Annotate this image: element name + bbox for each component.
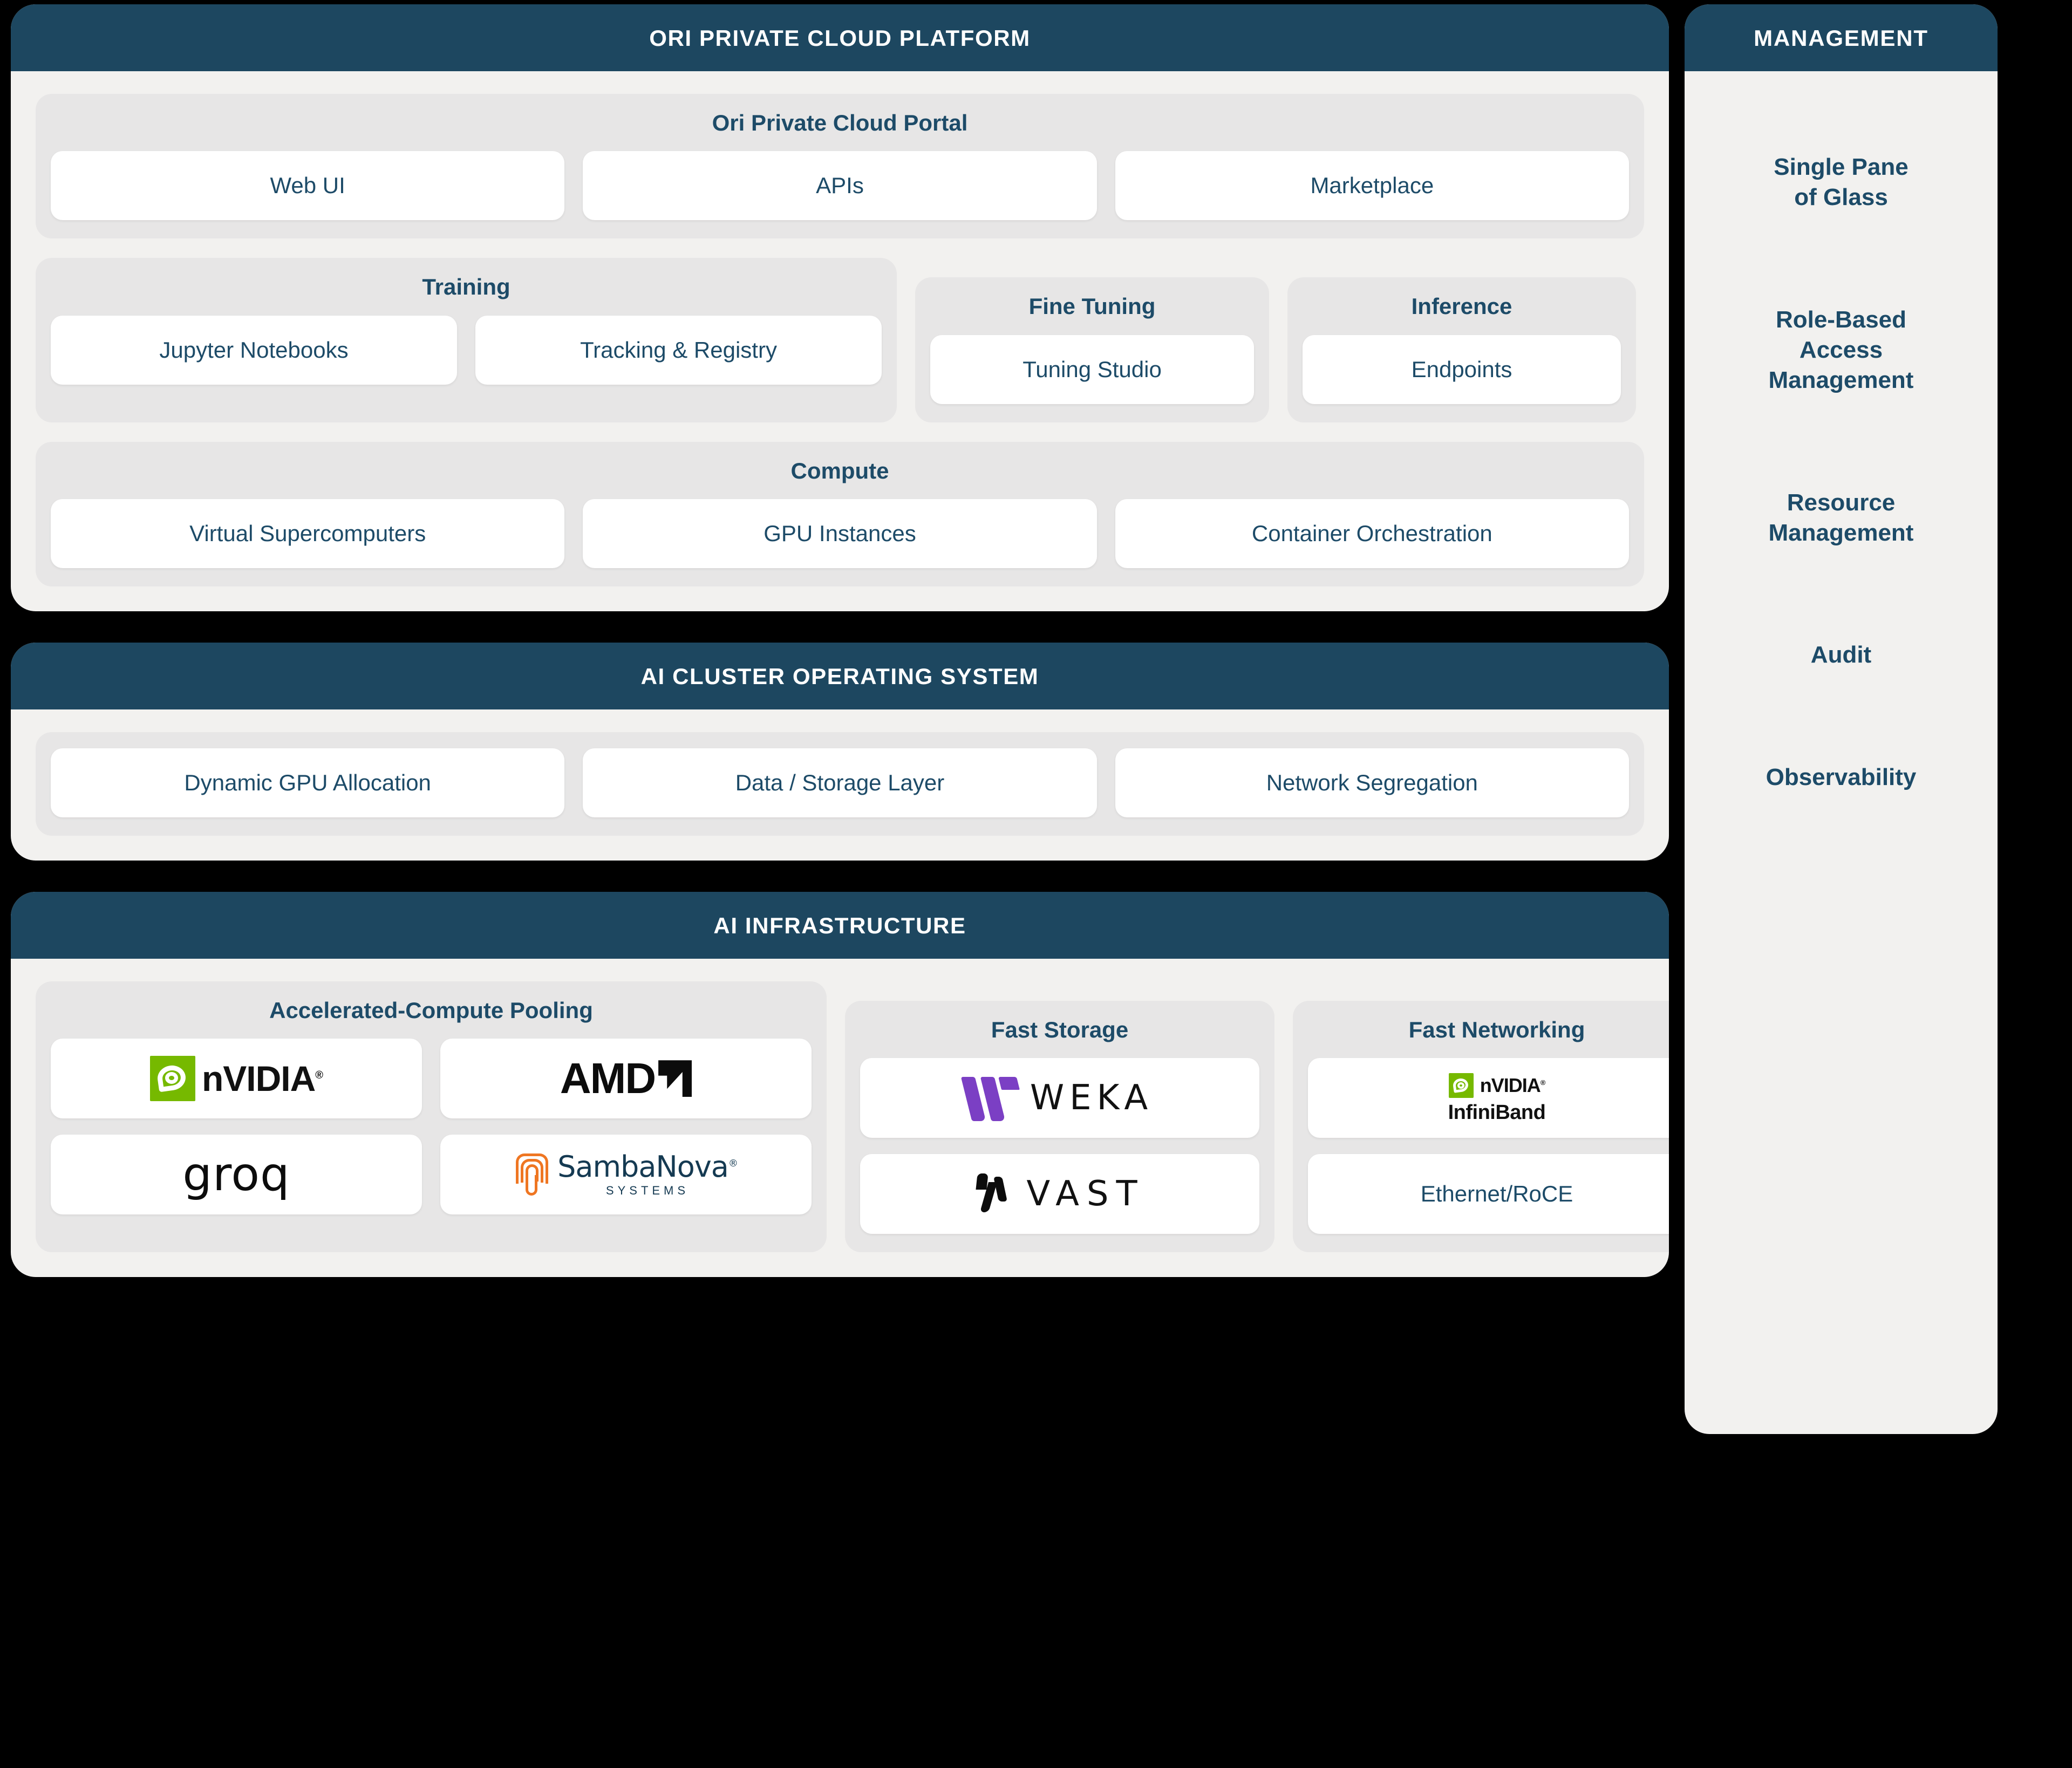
sambanova-loop-icon (514, 1153, 550, 1196)
cluster-os-card-row: Dynamic GPU Allocation Data / Storage La… (51, 748, 1629, 817)
card-jupyter-notebooks[interactable]: Jupyter Notebooks (51, 315, 457, 385)
vast-mark-icon (974, 1172, 1015, 1216)
group-training: Training Jupyter Notebooks Tracking & Re… (36, 258, 897, 422)
layer-body-cluster-os: Dynamic GPU Allocation Data / Storage La… (11, 709, 1669, 861)
group-inference: Inference Endpoints (1287, 277, 1636, 422)
weka-mark-icon (960, 1075, 1018, 1122)
fast-storage-logo-column: WEKA VAST (860, 1058, 1259, 1234)
group-title-inference: Inference (1411, 293, 1512, 319)
layer-header-platform: ORI PRIVATE CLOUD PLATFORM (11, 4, 1669, 71)
group-title-fine-tuning: Fine Tuning (1028, 293, 1156, 319)
sambanova-subtitle: SYSTEMS (605, 1184, 690, 1198)
sambanova-text: SambaNova® SYSTEMS (557, 1152, 738, 1197)
group-fast-networking: Fast Networking nVIDIA® InfiniBand (1293, 1000, 1669, 1253)
logo-card-nvidia-infiniband[interactable]: nVIDIA® InfiniBand (1308, 1058, 1669, 1138)
card-web-ui[interactable]: Web UI (51, 151, 565, 221)
logo-card-weka[interactable]: WEKA (860, 1058, 1259, 1138)
vast-wordmark: VAST (1026, 1174, 1145, 1214)
weka-wordmark: WEKA (1030, 1078, 1154, 1118)
card-tracking-and-registry[interactable]: Tracking & Registry (475, 315, 882, 385)
group-title-training: Training (422, 274, 510, 300)
sambanova-logo: SambaNova® SYSTEMS (514, 1152, 738, 1197)
nvidia-logo-small: nVIDIA® (1448, 1073, 1546, 1098)
card-virtual-supercomputers[interactable]: Virtual Supercomputers (51, 499, 565, 568)
layer-body-infrastructure: Accelerated-Compute Pooling nVIDIA® (11, 959, 1669, 1277)
accelerated-compute-logo-grid: nVIDIA® AMD groq (51, 1039, 812, 1215)
infrastructure-group-row: Accelerated-Compute Pooling nVIDIA® (36, 981, 1669, 1253)
amd-arrow-icon (658, 1060, 692, 1097)
management-header: MANAGEMENT (1685, 4, 1998, 71)
card-gpu-instances[interactable]: GPU Instances (583, 499, 1097, 568)
group-ori-private-cloud-portal: Ori Private Cloud Portal Web UI APIs Mar… (36, 94, 1644, 239)
group-accelerated-compute-pooling: Accelerated-Compute Pooling nVIDIA® (36, 981, 827, 1253)
group-title-fast-storage: Fast Storage (991, 1016, 1129, 1042)
amd-logo: AMD (560, 1057, 692, 1100)
groq-wordmark: groq (182, 1148, 290, 1202)
card-tuning-studio[interactable]: Tuning Studio (930, 335, 1254, 404)
fine-tuning-card-row: Tuning Studio (930, 335, 1254, 404)
card-data-storage-layer[interactable]: Data / Storage Layer (583, 748, 1097, 817)
group-title-compute: Compute (790, 458, 889, 483)
group-fast-storage: Fast Storage WEKA (845, 1000, 1274, 1253)
layer-ai-infrastructure: AI INFRASTRUCTURE Accelerated-Compute Po… (11, 891, 1669, 1278)
inference-card-row: Endpoints (1303, 335, 1621, 404)
weka-logo: WEKA (960, 1075, 1154, 1122)
fast-networking-column: nVIDIA® InfiniBand Ethernet/RoCE (1308, 1058, 1669, 1234)
vast-logo: VAST (974, 1172, 1144, 1216)
management-item-audit: Audit (1810, 641, 1872, 668)
nvidia-wordmark: nVIDIA® (1480, 1074, 1546, 1097)
portal-card-row: Web UI APIs Marketplace (51, 151, 1629, 221)
compute-card-row: Virtual Supercomputers GPU Instances Con… (51, 499, 1629, 568)
card-endpoints[interactable]: Endpoints (1303, 335, 1621, 404)
layer-ai-cluster-operating-system: AI CLUSTER OPERATING SYSTEM Dynamic GPU … (11, 642, 1669, 861)
platform-stack: ORI PRIVATE CLOUD PLATFORM Ori Private C… (11, 4, 1669, 1278)
infiniband-wordmark: InfiniBand (1448, 1101, 1546, 1124)
group-cluster-os: Dynamic GPU Allocation Data / Storage La… (36, 732, 1644, 836)
group-title-fast-networking: Fast Networking (1408, 1016, 1585, 1042)
card-apis[interactable]: APIs (583, 151, 1097, 221)
layer-ori-private-cloud-platform: ORI PRIVATE CLOUD PLATFORM Ori Private C… (11, 4, 1669, 611)
nvidia-eye-icon (149, 1056, 195, 1102)
training-card-row: Jupyter Notebooks Tracking & Registry (51, 315, 882, 385)
layer-header-cluster-os: AI CLUSTER OPERATING SYSTEM (11, 642, 1669, 709)
group-fine-tuning: Fine Tuning Tuning Studio (915, 277, 1269, 422)
workload-group-row: Training Jupyter Notebooks Tracking & Re… (36, 258, 1644, 422)
layer-header-infrastructure: AI INFRASTRUCTURE (11, 891, 1669, 959)
nvidia-infiniband-logo: nVIDIA® InfiniBand (1448, 1073, 1546, 1123)
card-network-segregation[interactable]: Network Segregation (1115, 748, 1629, 817)
nvidia-wordmark: nVIDIA® (201, 1059, 323, 1099)
logo-card-amd[interactable]: AMD (440, 1039, 812, 1119)
card-ethernet-roce[interactable]: Ethernet/RoCE (1308, 1154, 1669, 1234)
management-item-observability: Observability (1766, 763, 1917, 790)
nvidia-logo: nVIDIA® (149, 1056, 323, 1102)
amd-wordmark: AMD (560, 1054, 656, 1103)
group-title-accelerated-compute-pooling: Accelerated-Compute Pooling (269, 997, 593, 1023)
group-title-portal: Ori Private Cloud Portal (712, 110, 968, 135)
card-container-orchestration[interactable]: Container Orchestration (1115, 499, 1629, 568)
nvidia-eye-icon (1448, 1073, 1474, 1098)
card-dynamic-gpu-allocation[interactable]: Dynamic GPU Allocation (51, 748, 565, 817)
logo-card-sambanova[interactable]: SambaNova® SYSTEMS (440, 1135, 812, 1215)
group-compute: Compute Virtual Supercomputers GPU Insta… (36, 441, 1644, 586)
layer-body-platform: Ori Private Cloud Portal Web UI APIs Mar… (11, 71, 1669, 611)
logo-card-nvidia[interactable]: nVIDIA® (51, 1039, 422, 1119)
logo-card-vast[interactable]: VAST (860, 1154, 1259, 1234)
logo-card-groq[interactable]: groq (51, 1135, 422, 1215)
sambanova-wordmark: SambaNova® (557, 1150, 738, 1184)
card-marketplace[interactable]: Marketplace (1115, 151, 1629, 221)
